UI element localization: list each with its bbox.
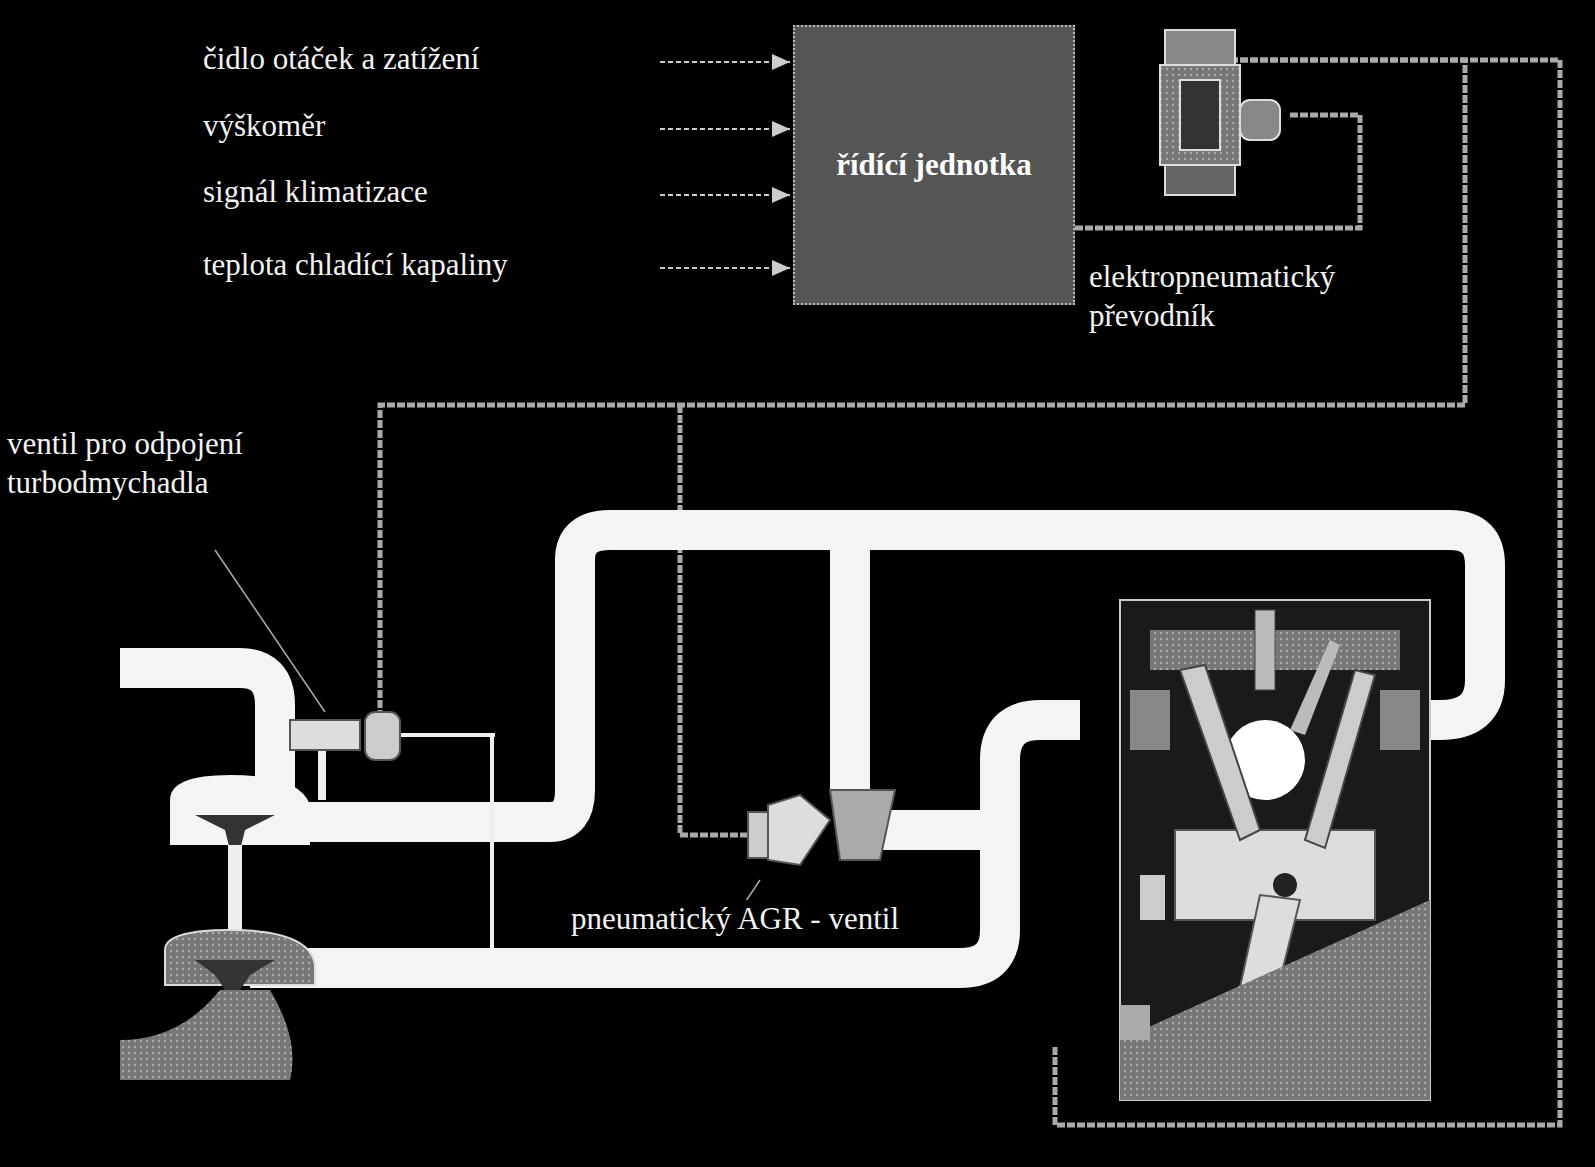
bypass-line [490, 735, 494, 950]
part-label: pneumatický AGR - ventil [507, 900, 963, 939]
bypass-valve [215, 550, 400, 760]
control-unit-box: řídící jednotka [793, 25, 1075, 305]
node-text: řídící jednotka [836, 145, 1031, 185]
turbocharger [120, 775, 315, 1080]
agr-valve [740, 790, 895, 910]
bypass-line [400, 733, 495, 737]
engine-cylinder [1120, 600, 1430, 1100]
input-signal: signál klimatizace [200, 173, 431, 212]
transducer-symbol [1160, 30, 1280, 195]
input-signal: výškoměr [200, 107, 328, 146]
part-label: ventil pro odpojení turbodmychadla [4, 425, 340, 503]
signal-arrows [660, 62, 790, 268]
input-signal: teplota chladící kapaliny [200, 246, 511, 285]
input-signal: čidlo otáček a zatížení [200, 40, 482, 79]
part-label: elektropneumatický převodník [1086, 258, 1422, 336]
